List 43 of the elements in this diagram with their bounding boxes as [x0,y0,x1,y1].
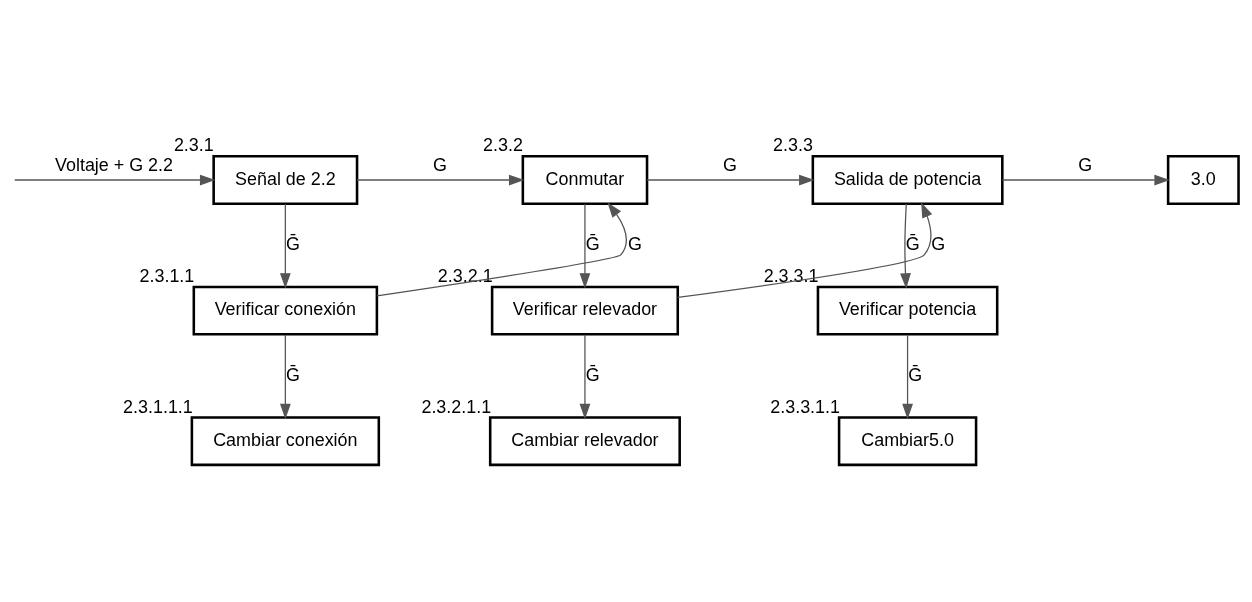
edge-label: G [1078,155,1093,176]
node-box: Cambiar conexión [190,416,381,467]
edge-label: Ḡ [286,234,300,255]
node-box: Verificar relevador [490,285,680,336]
edge-label: G [627,234,642,255]
arrow [579,334,591,420]
node-box: Cambiar5.0 [837,416,978,467]
arrow [900,203,911,289]
edge-label: Ḡ [908,364,923,385]
arrow [14,174,216,186]
node-box: 3.0 [1166,155,1240,205]
node-box: Cambiar relevador [488,416,681,467]
edge-label: G [931,234,946,255]
node-box: Conmutar [521,155,649,205]
edge-label: Ḡ [585,364,600,385]
node-box: Verificar conexión [192,285,379,336]
arrow [1001,174,1170,186]
node-box: Salida de potencia [811,155,1004,205]
node-box: Verificar potencia [816,285,999,336]
arrow [356,174,525,186]
arrow [376,202,627,297]
node-label: 2.3.3.1.1 [770,396,840,417]
edge-label: Ḡ [286,364,300,385]
edge-label: Ḡ [905,234,920,255]
node-label: 2.3.1.1.1 [123,396,193,417]
node-label: 2.3.2.1.1 [421,396,492,417]
node-label: 2.3.2 [483,135,523,156]
arrow [579,203,591,289]
arrow [677,202,933,299]
node-label: 2.3.3.1 [763,266,819,287]
node-label: 2.3.2.1 [437,266,493,287]
edge-label: Ḡ [585,234,600,255]
node-label: 2.3.3 [773,135,813,156]
arrow [279,334,291,420]
arrow [902,334,913,420]
arrow [646,174,815,186]
edge-label: G [722,155,737,176]
node-label: 2.3.1.1 [139,266,195,287]
node-box: Señal de 2.2 [212,155,359,205]
edge-label: Voltaje + G 2.2 [55,155,173,176]
node-label: 2.3.1 [173,135,214,156]
arrow [279,203,291,289]
edge-label: G [432,155,447,176]
